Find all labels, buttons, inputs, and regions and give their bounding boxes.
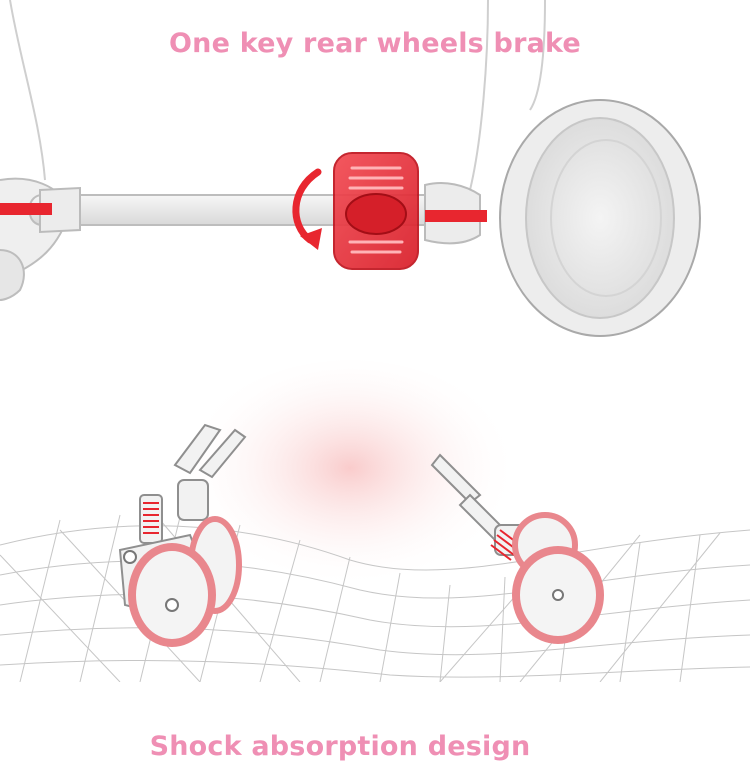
brake-illustration-panel: One key rear wheels brake xyxy=(0,0,750,345)
shock-illustration xyxy=(0,360,750,682)
shock-caption: Shock absorption design xyxy=(149,731,531,762)
frame-right-line xyxy=(469,0,489,191)
axle-lock-rod-right xyxy=(425,210,487,222)
seat-glow xyxy=(180,360,520,600)
axle-lock-rod-left xyxy=(0,203,52,215)
brake-illustration xyxy=(0,0,701,337)
rear-wheels xyxy=(512,512,604,644)
brake-caption: One key rear wheels brake xyxy=(169,28,581,59)
front-wheels xyxy=(123,516,242,647)
brake-pedal-icon xyxy=(333,152,419,270)
curved-arrow-icon xyxy=(292,168,322,250)
shock-illustration-panel: Shock absorption design xyxy=(0,345,750,762)
frame-left-line xyxy=(9,0,46,181)
shock-spring-left xyxy=(143,502,159,534)
